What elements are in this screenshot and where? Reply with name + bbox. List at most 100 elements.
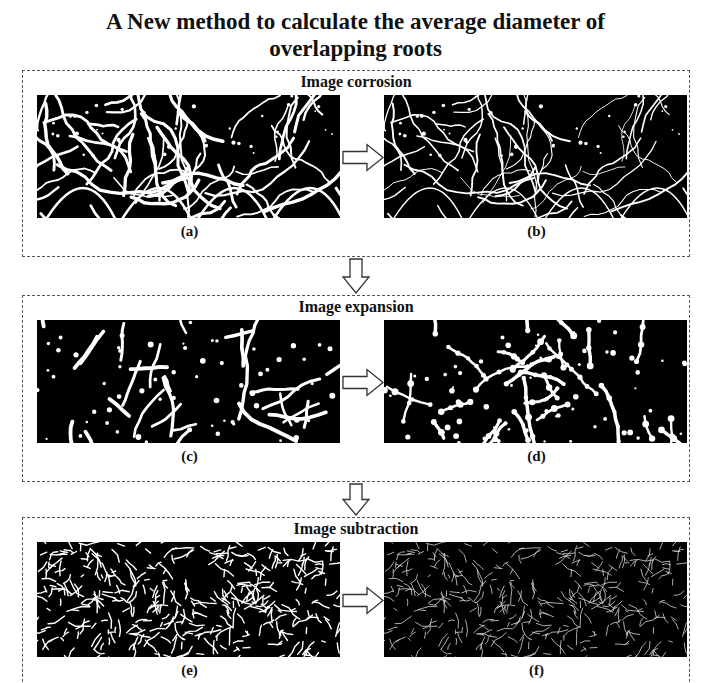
root-trace xyxy=(143,585,145,593)
root-trace xyxy=(325,579,327,585)
root-trace xyxy=(476,367,528,390)
root-trace xyxy=(458,569,463,576)
root-trace xyxy=(235,656,240,657)
root-trace xyxy=(642,95,687,132)
root-trace xyxy=(262,587,277,591)
root-trace xyxy=(602,582,617,584)
root-trace xyxy=(174,654,188,657)
root-trace xyxy=(592,563,599,569)
step-panel: Image expansion(c)(d) xyxy=(22,295,690,482)
binary-image xyxy=(37,95,340,218)
root-trace xyxy=(491,633,506,647)
root-trace xyxy=(504,607,506,611)
root-trace xyxy=(60,561,61,576)
root-trace xyxy=(115,590,129,593)
root-trace xyxy=(429,604,436,605)
root-trace xyxy=(501,591,505,605)
root-trace xyxy=(553,141,657,196)
root-trace xyxy=(605,547,612,550)
root-trace xyxy=(233,608,236,628)
root-trace xyxy=(81,575,84,577)
root-trace xyxy=(152,404,181,426)
root-trace xyxy=(59,588,65,591)
root-trace xyxy=(408,638,411,641)
root-trace xyxy=(560,556,571,559)
root-trace xyxy=(280,655,284,657)
root-trace xyxy=(75,337,97,368)
root-trace xyxy=(238,614,245,623)
root-trace xyxy=(561,592,575,605)
root-trace xyxy=(264,620,274,625)
root-trace xyxy=(261,604,267,609)
root-trace xyxy=(232,598,252,604)
root-trace xyxy=(305,589,306,594)
root-trace xyxy=(606,611,609,612)
root-trace xyxy=(419,609,426,611)
root-trace xyxy=(548,546,557,551)
root-traces xyxy=(37,320,340,443)
root-trace xyxy=(133,637,138,650)
root-trace xyxy=(438,206,467,218)
root-trace xyxy=(80,544,82,551)
root-trace xyxy=(312,572,322,579)
root-trace xyxy=(37,371,38,391)
root-trace xyxy=(424,632,425,638)
root-trace xyxy=(112,550,119,563)
root-trace xyxy=(312,600,318,603)
root-trace xyxy=(144,633,159,647)
root-trace xyxy=(237,584,251,586)
root-trace xyxy=(590,635,597,637)
root-trace xyxy=(414,648,421,657)
root-trace xyxy=(659,600,665,603)
root-trace xyxy=(579,552,595,556)
step-panel: Image corrosion(a)(b) xyxy=(22,70,690,257)
panel-heading: Image subtraction xyxy=(23,520,689,538)
root-trace xyxy=(229,628,231,645)
root-trace xyxy=(461,627,463,631)
root-trace xyxy=(64,575,71,584)
root-trace xyxy=(396,637,405,642)
root-trace xyxy=(393,558,409,573)
root-trace xyxy=(308,611,310,617)
root-trace xyxy=(684,593,687,598)
root-trace xyxy=(395,562,397,567)
root-trace xyxy=(306,628,308,634)
root-trace xyxy=(411,575,418,584)
root-trace xyxy=(630,559,654,561)
root-trace xyxy=(511,655,521,657)
root-trace xyxy=(242,591,253,602)
root-trace xyxy=(611,620,621,625)
root-trace xyxy=(515,621,520,624)
root-trace xyxy=(606,625,608,635)
root-trace xyxy=(448,347,483,375)
root-trace xyxy=(651,569,664,577)
root-trace xyxy=(175,623,183,639)
root-trace xyxy=(157,607,159,611)
root-trace xyxy=(524,378,535,443)
root-trace xyxy=(534,550,541,557)
root-trace xyxy=(485,635,491,644)
root-trace xyxy=(94,596,97,600)
root-trace xyxy=(276,555,278,568)
root-trace xyxy=(387,387,430,405)
root-trace xyxy=(473,560,483,570)
root-trace xyxy=(337,643,339,653)
root-trace xyxy=(396,95,458,171)
root-trace xyxy=(334,605,340,607)
root-trace xyxy=(439,634,448,647)
root-trace xyxy=(434,549,437,561)
root-trace xyxy=(391,115,478,172)
root-trace xyxy=(259,611,262,612)
root-trace xyxy=(232,552,248,556)
root-trace xyxy=(588,588,589,592)
root-trace xyxy=(108,638,110,644)
root-trace xyxy=(262,565,270,571)
root-trace xyxy=(654,650,673,657)
root-trace xyxy=(181,614,192,622)
root-trace xyxy=(397,585,403,587)
root-trace xyxy=(60,599,62,605)
root-trace xyxy=(582,656,587,657)
root-trace xyxy=(510,580,514,582)
root-trace xyxy=(307,650,326,657)
root-trace xyxy=(528,614,539,622)
